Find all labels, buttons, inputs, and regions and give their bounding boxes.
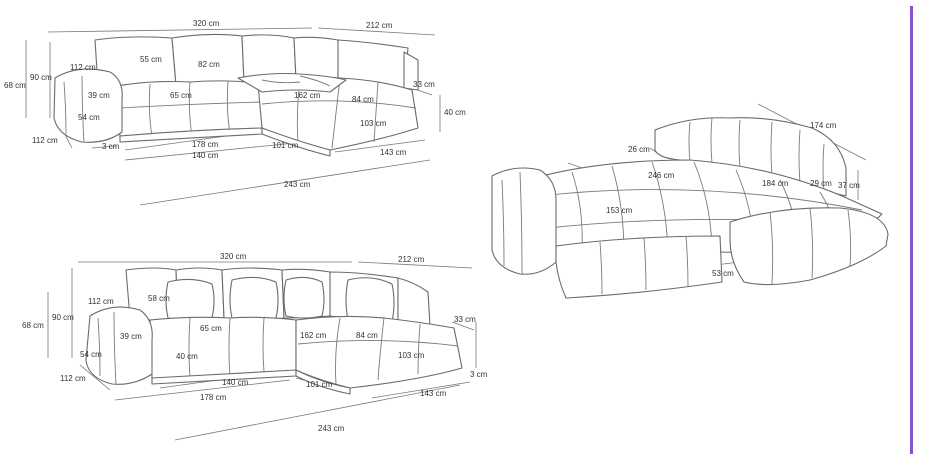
dim-label: 55 cm xyxy=(140,55,162,64)
dim-label: 112 cm xyxy=(32,136,58,145)
dim-label: 39 cm xyxy=(88,91,110,100)
dim-label: 54 cm xyxy=(78,113,100,122)
dim-label: 3 cm xyxy=(470,370,488,379)
dim-label: 58 cm xyxy=(148,294,170,303)
dim-label: 174 cm xyxy=(810,121,837,130)
dim-label: 140 cm xyxy=(192,151,219,160)
dim-label: 112 cm xyxy=(70,63,96,72)
dim-label: 246 cm xyxy=(648,171,675,180)
dim-label: 39 cm xyxy=(120,332,142,341)
dim-label: 40 cm xyxy=(444,108,466,117)
dim-label: 103 cm xyxy=(360,119,387,128)
dim-label: 82 cm xyxy=(198,60,220,69)
dim-label: 40 cm xyxy=(176,352,198,361)
dim-label: 90 cm xyxy=(30,73,52,82)
bottom-view-labels: 320 cm 212 cm 58 cm 112 cm 90 cm 68 cm 3… xyxy=(22,252,488,433)
accent-divider xyxy=(910,6,913,454)
dim-label: 320 cm xyxy=(193,19,220,28)
dim-label: 68 cm xyxy=(4,81,26,90)
dim-label: 153 cm xyxy=(606,206,633,215)
top-view-sofa xyxy=(25,27,441,206)
dim-label: 37 cm xyxy=(838,181,860,190)
dim-label: 53 cm xyxy=(712,269,734,278)
dim-label: 101 cm xyxy=(306,380,333,389)
dim-label: 184 cm xyxy=(762,179,789,188)
dim-label: 212 cm xyxy=(398,255,425,264)
bed-view-sofa xyxy=(491,103,889,299)
dim-label: 178 cm xyxy=(200,393,227,402)
dim-label: 143 cm xyxy=(420,389,447,398)
dim-label: 178 cm xyxy=(192,140,219,149)
dim-label: 65 cm xyxy=(170,91,192,100)
dim-label: 33 cm xyxy=(454,315,476,324)
bottom-view-sofa xyxy=(47,261,477,441)
bed-view-labels: 174 cm 26 cm 246 cm 184 cm 29 cm 37 cm 1… xyxy=(606,121,860,278)
dim-label: 140 cm xyxy=(222,378,249,387)
dim-label: 162 cm xyxy=(300,331,327,340)
dim-label: 3 cm xyxy=(102,142,120,151)
dim-label: 54 cm xyxy=(80,350,102,359)
dim-label: 65 cm xyxy=(200,324,222,333)
dim-label: 101 cm xyxy=(272,141,299,150)
dim-label: 33 cm xyxy=(413,80,435,89)
dim-label: 320 cm xyxy=(220,252,247,261)
dim-label: 103 cm xyxy=(398,351,425,360)
dim-label: 243 cm xyxy=(318,424,345,433)
dim-label: 112 cm xyxy=(60,374,86,383)
top-view-labels: 320 cm 212 cm 55 cm 82 cm 112 cm 90 cm 6… xyxy=(4,19,466,189)
dim-label: 112 cm xyxy=(88,297,114,306)
dim-label: 26 cm xyxy=(628,145,650,154)
dim-label: 162 cm xyxy=(294,91,321,100)
dim-label: 29 cm xyxy=(810,179,832,188)
dim-label: 84 cm xyxy=(356,331,378,340)
dim-label: 68 cm xyxy=(22,321,44,330)
dim-label: 84 cm xyxy=(352,95,374,104)
dim-label: 243 cm xyxy=(284,180,311,189)
dim-label: 143 cm xyxy=(380,148,407,157)
dim-label: 90 cm xyxy=(52,313,74,322)
dim-label: 212 cm xyxy=(366,21,393,30)
